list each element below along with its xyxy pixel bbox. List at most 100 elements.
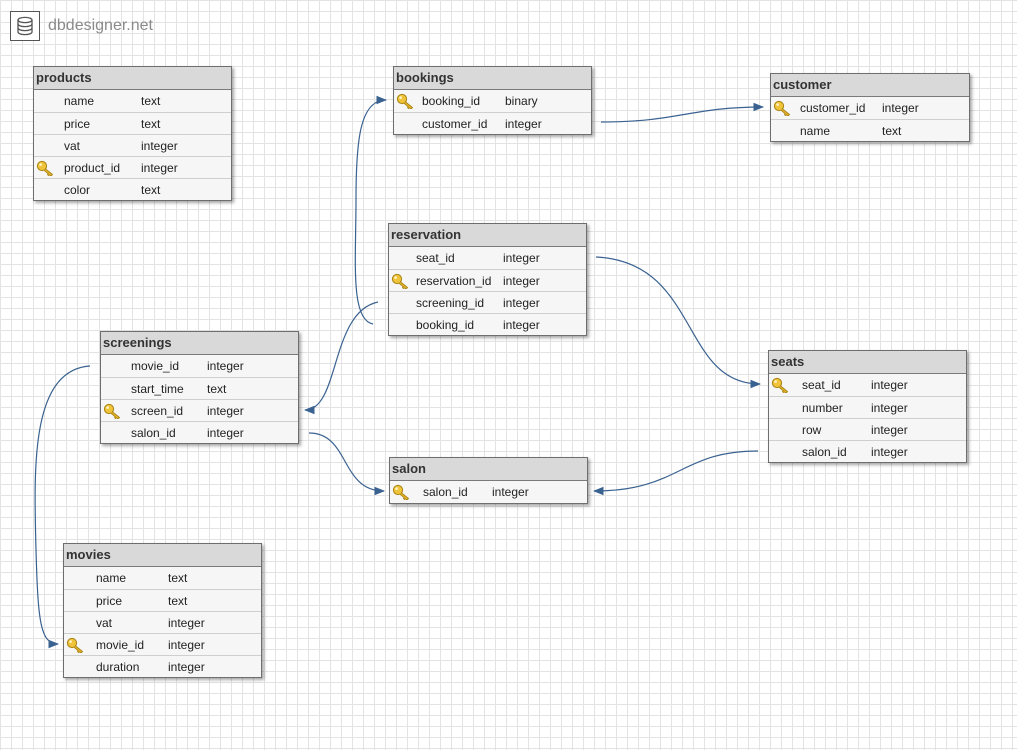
relation-line-seats-salon[interactable] (592, 450, 759, 496)
field-name: salon_id (802, 445, 847, 459)
field-type: text (207, 382, 227, 396)
table-title[interactable]: reservation (389, 224, 586, 247)
field-type: integer (141, 161, 178, 175)
field-name: movie_id (131, 359, 180, 373)
field-type: integer (168, 660, 205, 674)
table-title[interactable]: products (34, 67, 231, 90)
field-row[interactable]: salon_id integer (101, 421, 298, 443)
field-type: integer (207, 426, 244, 440)
relation-line-reservation-seats[interactable] (595, 256, 762, 389)
field-name: customer_id (422, 117, 488, 131)
field-name: price (64, 117, 91, 131)
relation-line-screenings-salon[interactable] (308, 432, 386, 496)
field-name: salon_id (131, 426, 176, 440)
field-type: integer (871, 401, 908, 415)
field-row[interactable]: vat integer (64, 611, 261, 633)
table-fields: salon_id integer (390, 481, 587, 503)
field-name: duration (96, 660, 140, 674)
field-row[interactable]: salon_id integer (390, 481, 587, 503)
field-type: integer (503, 296, 540, 310)
primary-key-icon (396, 93, 414, 110)
primary-key-icon (771, 377, 789, 394)
field-name: booking_id (422, 94, 481, 108)
field-name: booking_id (416, 318, 475, 332)
field-row[interactable]: duration integer (64, 655, 261, 677)
table-title[interactable]: screenings (101, 332, 298, 355)
field-type: integer (882, 101, 919, 115)
field-type: integer (871, 378, 908, 392)
table-title[interactable]: seats (769, 351, 966, 374)
field-name: name (64, 94, 95, 108)
table-title[interactable]: bookings (394, 67, 591, 90)
field-name: start_time (131, 382, 184, 396)
field-row[interactable]: screen_id integer (101, 399, 298, 421)
relation-line-bookings-customer[interactable] (600, 102, 765, 123)
field-name: color (64, 183, 91, 197)
table-title[interactable]: salon (390, 458, 587, 481)
table-title[interactable]: customer (771, 74, 969, 97)
field-row[interactable]: name text (34, 90, 231, 112)
app-name: dbdesigner.net (48, 16, 153, 34)
field-row[interactable]: customer_id integer (771, 97, 969, 119)
database-icon (10, 10, 40, 41)
field-type: integer (503, 274, 540, 288)
field-name: number (802, 401, 843, 415)
relation-line-reservation-bookings[interactable] (354, 95, 388, 325)
field-row[interactable]: price text (64, 589, 261, 611)
primary-key-icon (391, 273, 409, 290)
field-name: screening_id (416, 296, 485, 310)
field-row[interactable]: number integer (769, 396, 966, 418)
app-logo[interactable]: dbdesigner.net (10, 9, 153, 42)
field-name: customer_id (800, 101, 866, 115)
field-type: integer (168, 638, 205, 652)
field-type: integer (492, 485, 529, 499)
primary-key-icon (103, 403, 121, 420)
field-type: text (168, 594, 188, 608)
field-name: vat (96, 616, 113, 630)
primary-key-icon (773, 100, 791, 117)
field-row[interactable]: start_time text (101, 377, 298, 399)
field-row[interactable]: reservation_id integer (389, 269, 586, 291)
field-name: screen_id (131, 404, 184, 418)
table-title[interactable]: movies (64, 544, 261, 567)
primary-key-icon (392, 484, 410, 501)
field-type: text (141, 94, 161, 108)
table-salon[interactable]: salon salon_id integer (389, 457, 588, 504)
field-name: reservation_id (416, 274, 492, 288)
field-type: integer (168, 616, 205, 630)
field-name: name (800, 124, 831, 138)
field-name: salon_id (423, 485, 468, 499)
relation-line-reservation-screenings[interactable] (303, 301, 379, 415)
field-type: integer (207, 404, 244, 418)
field-type: integer (871, 423, 908, 437)
field-name: price (96, 594, 123, 608)
field-name: name (96, 571, 127, 585)
field-row[interactable]: screening_id integer (389, 291, 586, 313)
